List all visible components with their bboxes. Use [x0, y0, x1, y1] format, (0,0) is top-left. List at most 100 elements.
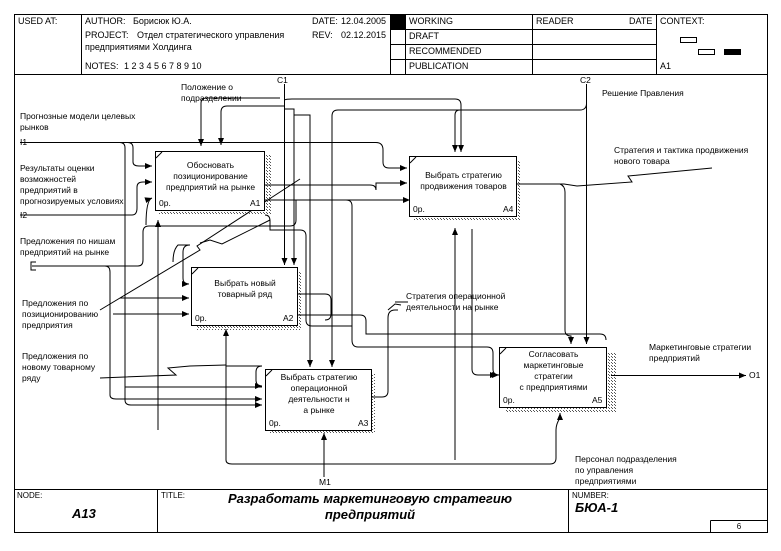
status-working: WORKING: [409, 16, 453, 26]
box-a1-cost: 0р.: [159, 198, 171, 208]
diagram-title: Разработать маркетинговую стратегию пред…: [190, 491, 550, 523]
label-line: Положение о: [181, 82, 234, 92]
box-a3-label-line: операционной: [290, 383, 348, 393]
box-a5[interactable]: Согласовать маркетинговые стратегии с пр…: [500, 349, 607, 393]
box-a4-label-line: Выбрать стратегию: [425, 170, 502, 180]
arrow-c1-branch: [284, 98, 464, 152]
box-a5-label-line: стратегии: [534, 371, 573, 381]
box-a1-label-line: предприятий на рынке: [165, 182, 256, 192]
arrows: [20, 84, 746, 477]
number-value: БЮА-1: [575, 500, 619, 515]
number-label: NUMBER:: [572, 491, 609, 500]
box-a2-label-line: товарный ряд: [217, 289, 273, 299]
box-a5-label-line: с предприятиями: [519, 382, 588, 392]
tunnel-marker: [30, 261, 36, 271]
label-reshenie: Решение Правления: [602, 88, 684, 98]
arrow-i2: [20, 179, 152, 216]
arrow-strat-takt: [517, 167, 713, 187]
label-line: рынков: [20, 122, 49, 132]
label-line: Предложения по: [22, 298, 89, 308]
label-line: новому товарному: [22, 362, 96, 372]
rev-value: 02.12.2015: [341, 30, 387, 40]
label-strat-takt: Стратегия и тактика продвижения нового т…: [614, 145, 748, 167]
label-line: Результаты оценки: [20, 163, 95, 173]
box-a5-cost: 0р.: [503, 395, 515, 405]
box-a5-label-line: маркетинговые: [523, 360, 584, 370]
label-line: Персонал подразделения: [575, 454, 677, 464]
label-line: прогнозируемых условиях: [20, 196, 124, 206]
box-a2-label-line: Выбрать новый: [214, 278, 276, 288]
label-line: Стратегия операционной: [406, 291, 506, 301]
context-parent-icon: [680, 37, 697, 43]
box-a2-cost: 0р.: [195, 313, 207, 323]
label-line: Маркетинговые стратегии: [649, 342, 752, 352]
box-a4-label-line: продвижения товаров: [420, 181, 507, 191]
box-a3-cost: 0р.: [269, 418, 281, 428]
project-value-line1: Отдел стратегического управления: [137, 30, 285, 40]
box-a5-number: A5: [592, 395, 603, 405]
label-line: нового товара: [614, 156, 670, 166]
frame: [14, 14, 768, 533]
status-draft: DRAFT: [409, 31, 439, 41]
title-label: TITLE:: [161, 491, 186, 500]
box-a3[interactable]: Выбрать стратегию операционной деятельно…: [266, 372, 372, 416]
title-line: Разработать маркетинговую стратегию: [227, 491, 513, 506]
project-label: PROJECT:: [85, 30, 129, 40]
date-label: DATE:: [312, 16, 338, 26]
title-line: предприятий: [324, 507, 416, 522]
box-a4[interactable]: Выбрать стратегию продвижения товаров: [410, 170, 517, 192]
label-nisham: Предложения по нишам предприятий на рынк…: [20, 236, 115, 258]
label-pozic: Предложения по позиционированию предприя…: [22, 298, 98, 331]
reader-date-label: DATE: [629, 16, 653, 26]
function-boxes: [155, 151, 607, 431]
box-a3-label-line: Выбрать стратегию: [280, 372, 358, 382]
box-a4-number: A4: [503, 204, 514, 214]
label-line: Предложения по нишам: [20, 236, 116, 246]
label-novomu: Предложения по новому товарному ряду: [22, 351, 95, 384]
icom-i1: I1: [20, 137, 28, 147]
label-line: позиционированию: [22, 309, 99, 319]
context-node: A1: [660, 61, 672, 71]
context-label: CONTEXT:: [660, 16, 705, 26]
context-current-icon: [724, 49, 741, 55]
box-a1-number: A1: [250, 198, 261, 208]
reader-label: READER: [536, 16, 574, 26]
label-line: возможностей: [20, 174, 77, 184]
box-a1[interactable]: Обосновать позиционирование предприятий …: [156, 160, 265, 193]
icom-c1: C1: [277, 75, 288, 85]
box-a4-cost: 0р.: [413, 204, 425, 214]
status-publication: PUBLICATION: [409, 61, 469, 71]
box-a5-label-line: Согласовать: [528, 349, 579, 359]
page-number: 6: [736, 522, 742, 531]
author-value: Борисюк Ю.А.: [133, 16, 192, 26]
icom-i2: I2: [20, 210, 28, 220]
label-strat-oper: Стратегия операционной деятельности на р…: [406, 291, 505, 313]
label-line: предприятий на рынке: [20, 247, 110, 257]
box-a2[interactable]: Выбрать новый товарный ряд: [192, 278, 298, 300]
label-market: Маркетинговые стратегии предприятий: [649, 342, 751, 364]
arrow-nisham: [32, 197, 410, 267]
box-a3-number: A3: [358, 418, 369, 428]
label-rezultaty: Результаты оценки возможностей предприят…: [20, 163, 124, 207]
node-value: A13: [72, 506, 96, 521]
arrow-m1: [225, 413, 563, 465]
icom-c2: C2: [580, 75, 591, 85]
label-line: Предложения по: [22, 351, 89, 361]
project-value-line2: предприятиями Холдинга: [85, 42, 192, 52]
date-value: 12.04.2005: [341, 16, 387, 26]
box-a1-label-line: позиционирование: [173, 171, 248, 181]
label-line: по управления: [575, 465, 634, 475]
box-a3-label-line: деятельности н: [288, 394, 350, 404]
used-at-label: USED AT:: [18, 16, 58, 26]
rev-label: REV:: [312, 30, 333, 40]
label-line: подразделении: [181, 93, 242, 103]
label-line: деятельности на рынке: [406, 302, 499, 312]
label-personal: Персонал подразделения по управления пре…: [575, 454, 677, 487]
box-a1-label-line: Обосновать: [186, 160, 235, 170]
label-line: Стратегия и тактика продвижения: [614, 145, 749, 155]
notes-label: NOTES:: [85, 61, 119, 71]
label-line: предприятия: [22, 320, 73, 330]
label-line: предприятий: [649, 353, 700, 363]
label-polozhenie: Положение о подразделении: [181, 82, 241, 104]
